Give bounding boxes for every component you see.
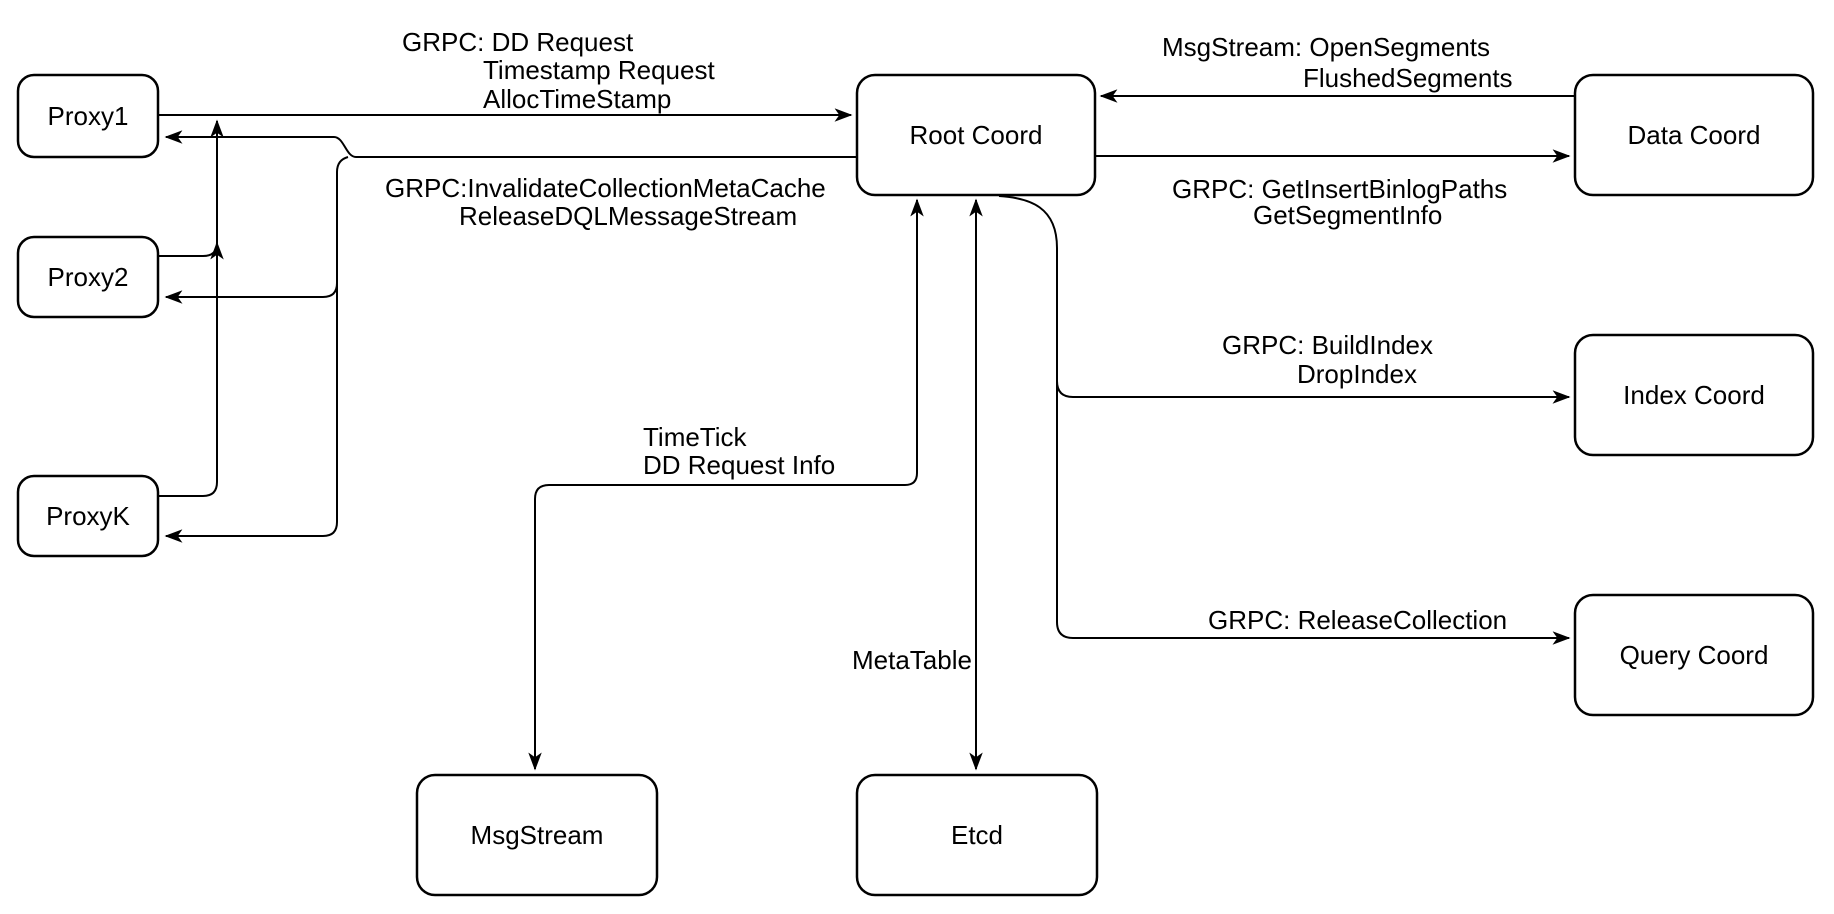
node-proxy2-box [16,235,160,319]
edge-rootcoord-msgstream [528,198,924,771]
node-rootcoord-box [855,73,1097,197]
edge-proxy2-merge [158,241,224,260]
node-datacoord-box [1573,73,1815,197]
node-etcd-box [855,773,1099,897]
node-querycoord-box [1573,593,1815,717]
edge-rootcoord-to-proxy2-branch [164,282,338,304]
node-indexcoord-box [1573,333,1815,457]
edge-rootcoord-to-proxies-trunk [164,156,349,543]
node-proxy1-box [16,73,160,159]
node-msgstream-box [415,773,659,897]
edge-proxies-to-rootcoord-trunk [158,119,224,497]
edge-rootcoord-to-querycoord-trunk [998,195,1571,645]
node-proxyk-box [16,474,160,558]
edge-rootcoord-to-proxy1 [164,130,857,158]
edge-rootcoord-to-indexcoord-branch [1056,380,1571,404]
